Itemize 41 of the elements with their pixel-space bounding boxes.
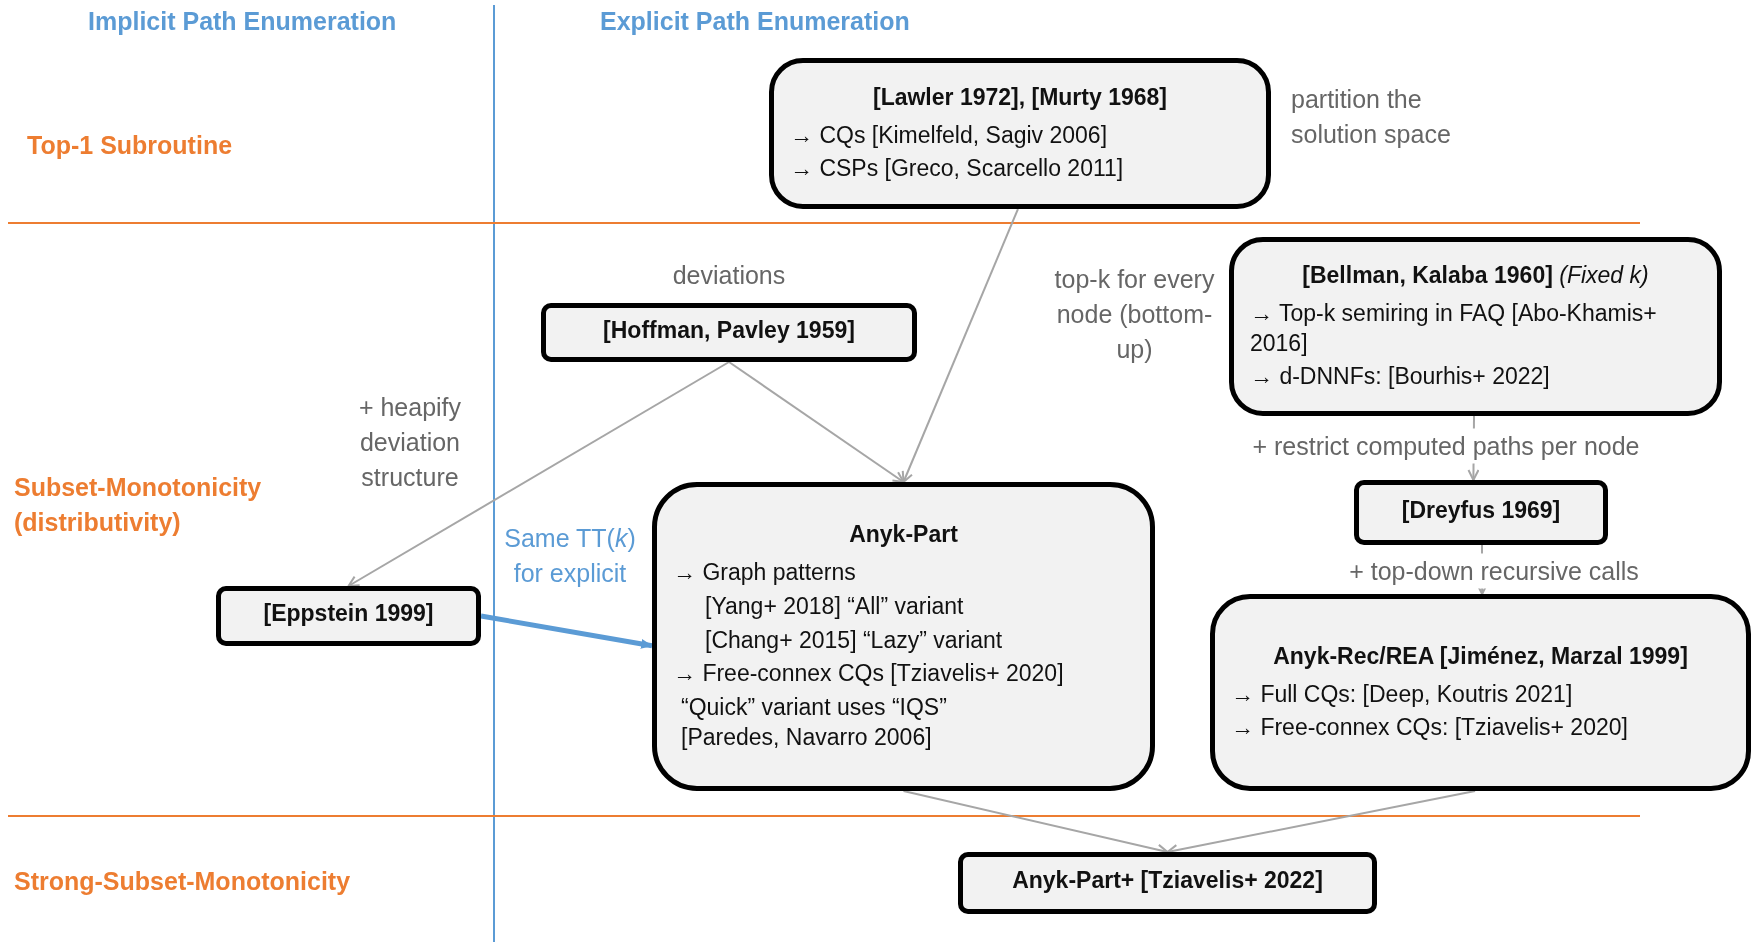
reference-box xyxy=(1354,480,1608,545)
box-text: “Quick” variant uses “IQS” [Paredes, Navarro 2006] xyxy=(680,693,948,753)
box-text: → Free-connex CQs [Tziavelis+ 2020] xyxy=(673,659,1065,689)
edge-label: + restrict computed paths per node xyxy=(1252,428,1640,464)
arrow xyxy=(347,361,730,587)
reference-box xyxy=(541,303,917,362)
arrow xyxy=(901,208,1019,483)
box-text: → d-DNNFs: [Bourhis+ 2022] xyxy=(1250,362,1551,392)
box-heading: [Bellman, Kalaba 1960] (Fixed k) xyxy=(1301,260,1650,290)
box-heading: [Hoffman, Pavley 1959] xyxy=(602,315,856,345)
annotation: top-k for every node (bottom-up) xyxy=(1053,264,1216,365)
annotation: partition the solution space xyxy=(1291,84,1452,150)
column-heading: Explicit Path Enumeration xyxy=(600,6,910,37)
reference-box xyxy=(652,482,1155,791)
box-text: → Graph patterns xyxy=(673,557,857,587)
box-heading: Anyk-Part+ [Tziavelis+ 2022] xyxy=(1011,866,1324,896)
box-heading: [Lawler 1972], [Murty 1968] xyxy=(872,82,1168,112)
reference-box xyxy=(216,586,481,646)
arrow xyxy=(728,361,905,483)
reference-box xyxy=(769,58,1271,209)
annotation: deviations xyxy=(671,260,787,291)
box-text: → Free-connex CQs: [Tziavelis+ 2020] xyxy=(1231,713,1629,743)
column-heading: Implicit Path Enumeration xyxy=(88,6,397,37)
box-text: → Full CQs: [Deep, Koutris 2021] xyxy=(1231,679,1574,709)
box-text: → CQs [Kimelfeld, Sagiv 2006] xyxy=(790,120,1109,150)
box-heading: [Dreyfus 1969] xyxy=(1400,495,1562,525)
box-text: [Yang+ 2018] “All” variant xyxy=(704,591,965,621)
reference-box xyxy=(1210,594,1751,791)
box-text: → CSPs [Greco, Scarcello 2011] xyxy=(790,154,1125,184)
box-text: → Top-k semiring in FAQ [Abo-Khamis+ 2016] xyxy=(1250,298,1658,358)
box-text: [Chang+ 2015] “Lazy” variant xyxy=(704,625,1004,655)
row-heading: Strong-Subset-Monotonicity xyxy=(14,866,351,897)
box-heading: Anyk-Part xyxy=(848,519,959,549)
arrow xyxy=(480,613,653,649)
edge-label: + top-down recursive calls xyxy=(1349,553,1639,589)
box-heading: [Eppstein 1999] xyxy=(262,599,435,629)
box-heading: Anyk-Rec/REA [Jiménez, Marzal 1999] xyxy=(1272,641,1689,671)
row-heading: Top-1 Subroutine xyxy=(27,130,233,161)
reference-box xyxy=(1229,237,1722,416)
reference-box xyxy=(958,852,1377,914)
row-heading: Subset-Monotonicity (distributivity) xyxy=(14,472,263,538)
